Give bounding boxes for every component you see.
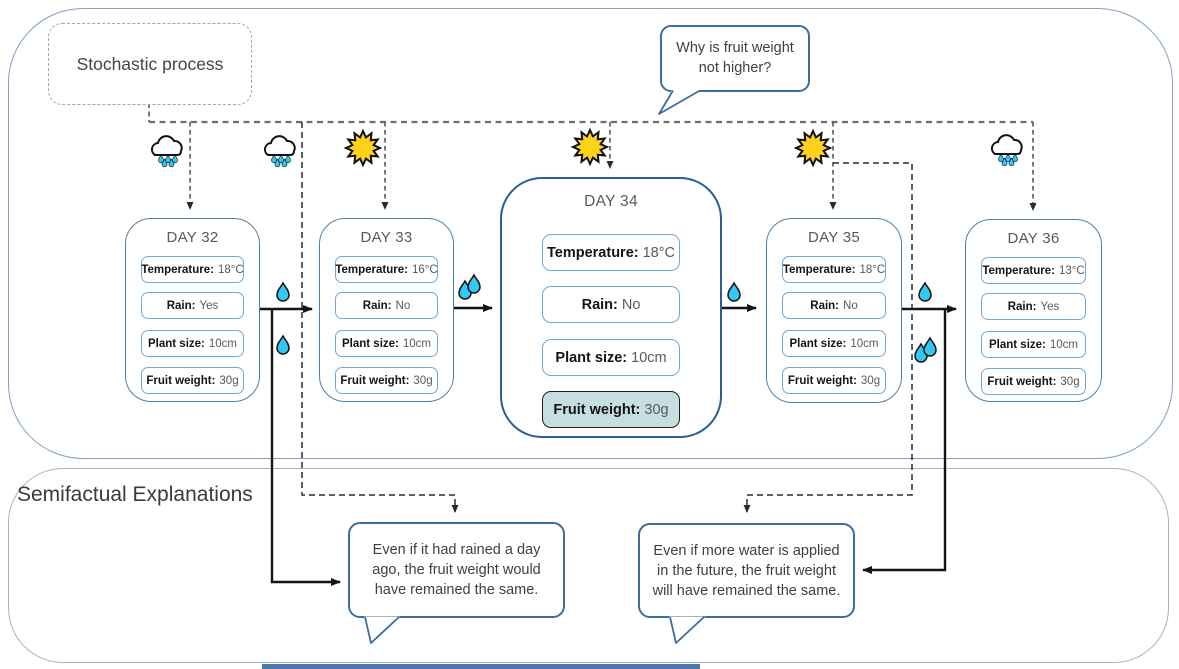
- plant-size-item: Plant size:10cm: [782, 330, 886, 357]
- rain-item: Rain:No: [335, 292, 438, 319]
- day-32-card: DAY 32 Temperature:18°C Rain:Yes Plant s…: [125, 218, 260, 402]
- stochastic-process-label-box: Stochastic process: [48, 23, 252, 105]
- plant-size-item: Plant size:10cm: [141, 330, 244, 357]
- day-35-card: DAY 35 Temperature:18°C Rain:No Plant si…: [766, 218, 902, 403]
- day-36-card: DAY 36 Temperature:13°C Rain:Yes Plant s…: [965, 219, 1102, 402]
- fruit-weight-item: Fruit weight:30g: [782, 367, 886, 394]
- semifactual-bubble-past-text: Even if it had rained a day ago, the fru…: [372, 542, 541, 598]
- fruit-weight-item: Fruit weight:30g: [981, 368, 1086, 395]
- temperature-item: Temperature:18°C: [141, 256, 244, 283]
- stochastic-process-label: Stochastic process: [76, 53, 224, 74]
- rain-item: Rain:Yes: [981, 293, 1086, 320]
- temperature-item: Temperature:13°C: [981, 257, 1086, 284]
- day-title: DAY 34: [584, 193, 638, 210]
- semifactual-bubble-past: Even if it had rained a day ago, the fru…: [348, 522, 565, 618]
- question-bubble-text: Why is fruit weight not higher?: [676, 39, 794, 76]
- plant-size-item: Plant size:10cm: [335, 330, 438, 357]
- fruit-weight-item: Fruit weight:30g: [335, 367, 438, 394]
- temperature-item: Temperature:16°C: [335, 256, 438, 283]
- plant-size-item: Plant size:10cm: [981, 331, 1086, 358]
- rain-item: Rain:Yes: [141, 292, 244, 319]
- day-34-card: DAY 34 Temperature:18°C Rain:No Plant si…: [500, 177, 722, 438]
- day-title: DAY 35: [807, 229, 861, 246]
- semifactual-explanations-title: Semifactual Explanations: [17, 483, 253, 506]
- bottom-blue-bar: [262, 664, 700, 669]
- day-33-card: DAY 33 Temperature:16°C Rain:No Plant si…: [319, 218, 454, 402]
- day-title: DAY 33: [360, 229, 413, 246]
- fruit-weight-item-highlighted: Fruit weight:30g: [542, 391, 680, 428]
- fruit-weight-item: Fruit weight:30g: [141, 367, 244, 394]
- semifactual-bubble-future: Even if more water is applied in the fut…: [638, 523, 855, 618]
- question-bubble: Why is fruit weight not higher?: [660, 25, 810, 92]
- rain-item: Rain:No: [782, 292, 886, 319]
- day-title: DAY 36: [1007, 230, 1060, 247]
- plant-size-item: Plant size:10cm: [542, 339, 680, 376]
- temperature-item: Temperature:18°C: [782, 256, 886, 283]
- temperature-item: Temperature:18°C: [542, 234, 680, 271]
- semifactual-container: [8, 468, 1169, 663]
- semifactual-bubble-future-text: Even if more water is applied in the fut…: [652, 542, 841, 599]
- day-title: DAY 32: [166, 229, 219, 246]
- rain-item: Rain:No: [542, 286, 680, 323]
